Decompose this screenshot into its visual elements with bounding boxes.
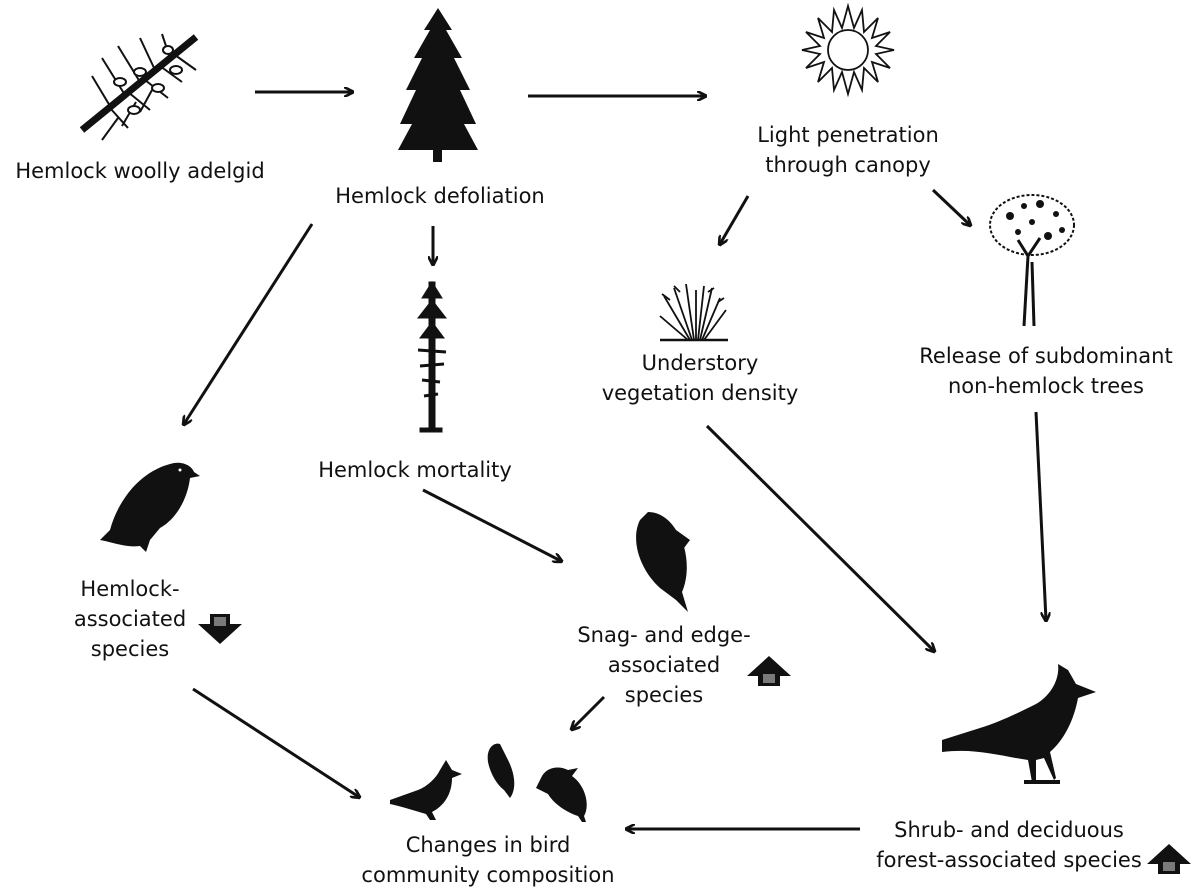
shrub-icon: [660, 284, 728, 340]
node-label-adelgid: Hemlock woolly adelgid: [8, 156, 272, 186]
node-label-release: Release of subdominant non-hemlock trees: [906, 341, 1186, 401]
adelgid-branch-icon: [82, 34, 196, 140]
node-label-hemlock-species: Hemlock- associated species: [70, 574, 190, 664]
node-label-understory: Understory vegetation density: [582, 348, 818, 408]
bird-group-icon: [390, 744, 587, 822]
label-line: Hemlock mortality: [306, 455, 524, 485]
sun-icon: [802, 6, 894, 94]
deciduous-tree-icon: [990, 195, 1074, 326]
label-line: Changes in bird: [350, 830, 626, 860]
label-line: Understory: [582, 348, 818, 378]
hemlock-tree-icon: [398, 8, 478, 162]
label-line: Hemlock-: [70, 574, 190, 604]
label-line: through canopy: [734, 150, 962, 180]
trend-down-arrow-hemlock: [198, 614, 242, 644]
label-line: vegetation density: [582, 378, 818, 408]
woodpecker-icon: [636, 512, 690, 612]
node-label-snag-species: Snag- and edge- associated species: [566, 620, 762, 710]
node-label-changes: Changes in bird community composition: [350, 830, 626, 890]
perched-bird-icon: [100, 463, 200, 552]
label-line: species: [566, 680, 762, 710]
cardinal-icon: [942, 664, 1096, 784]
label-line: Snag- and edge-: [566, 620, 762, 650]
node-label-light: Light penetration through canopy: [734, 120, 962, 180]
label-line: Release of subdominant: [906, 341, 1186, 371]
label-line: Light penetration: [734, 120, 962, 150]
label-line: species: [70, 634, 190, 664]
label-line: associated: [566, 650, 762, 680]
label-line: associated: [70, 604, 190, 634]
label-line: Shrub- and deciduous: [862, 815, 1156, 845]
label-line: Hemlock defoliation: [324, 181, 556, 211]
node-label-defoliation: Hemlock defoliation: [324, 181, 556, 211]
label-line: Hemlock woolly adelgid: [8, 156, 272, 186]
label-line: community composition: [350, 860, 626, 890]
dead-hemlock-icon: [418, 282, 446, 432]
label-line: non-hemlock trees: [906, 371, 1186, 401]
label-line: forest-associated species: [862, 845, 1156, 875]
node-label-mortality: Hemlock mortality: [306, 455, 524, 485]
node-label-shrub-species: Shrub- and deciduous forest-associated s…: [862, 815, 1156, 875]
